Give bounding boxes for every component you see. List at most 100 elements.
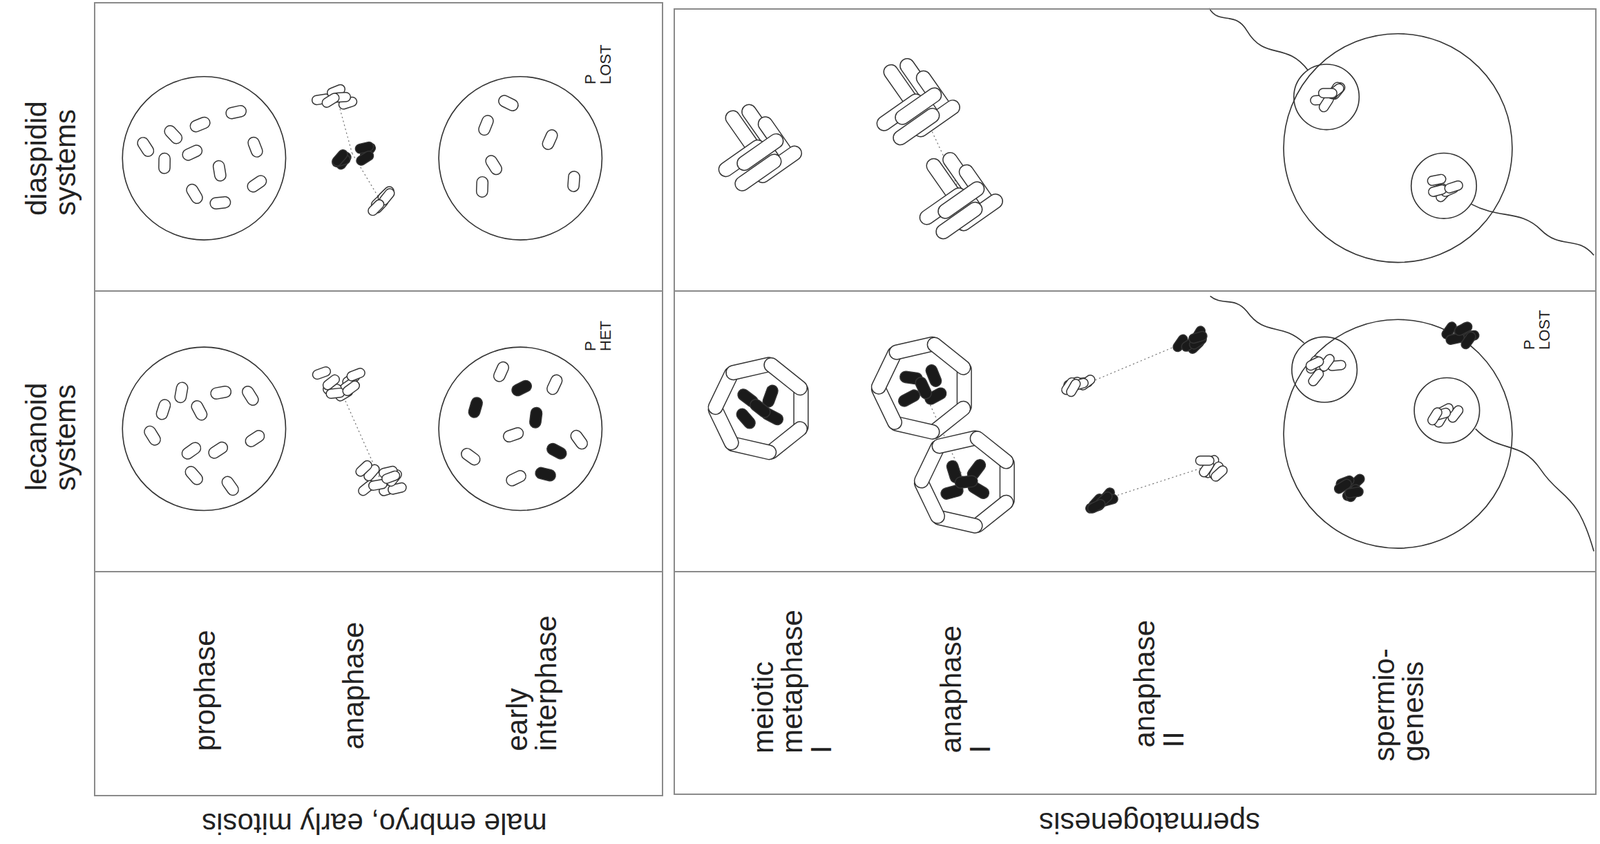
chromosome bbox=[1187, 330, 1208, 345]
illustration-group bbox=[122, 8, 1594, 552]
chromosome bbox=[326, 387, 346, 399]
chromosome bbox=[913, 375, 933, 400]
chromosome bbox=[459, 445, 483, 468]
sperm-tail bbox=[1475, 428, 1594, 551]
chromosome bbox=[1318, 88, 1338, 98]
panel-cell: meiotic metaphase I anaphase I anaphase II… bbox=[674, 572, 1596, 794]
nucleus-outline bbox=[1283, 319, 1513, 548]
chromosome bbox=[330, 147, 349, 168]
panel-cell: P LOST bbox=[674, 292, 1596, 573]
chromosome bbox=[1344, 486, 1364, 499]
nucleus-outline bbox=[1293, 64, 1360, 130]
stage-label: anaphase bbox=[339, 621, 369, 750]
chromosome bbox=[206, 439, 231, 461]
chromosome bbox=[748, 396, 774, 420]
chromosome bbox=[184, 182, 205, 206]
chromosome bbox=[890, 105, 943, 148]
chromosome bbox=[467, 395, 484, 419]
chromosome bbox=[183, 463, 206, 487]
fate-note: P LOST bbox=[583, 41, 614, 85]
chromosome bbox=[380, 469, 402, 485]
chromosome bbox=[933, 199, 986, 242]
fate-note: P LOST bbox=[1521, 306, 1553, 350]
sperm-tail bbox=[1210, 295, 1305, 343]
nucleus-outline bbox=[438, 346, 602, 510]
chromosome bbox=[353, 458, 374, 479]
chromosome bbox=[246, 135, 265, 159]
chromosome bbox=[320, 91, 342, 109]
chromosome bbox=[219, 473, 241, 498]
nucleus-outline bbox=[438, 76, 602, 240]
chromosome bbox=[135, 135, 157, 159]
chromosome bbox=[1208, 463, 1230, 483]
row-divider bbox=[673, 290, 1597, 292]
chromosome bbox=[567, 170, 580, 193]
chromosome bbox=[240, 384, 261, 408]
nucleus-outline bbox=[1283, 33, 1513, 263]
stage-label: early interphase bbox=[502, 609, 561, 751]
stage-label: meiotic metaphase I bbox=[748, 606, 836, 754]
chromosome bbox=[954, 474, 979, 489]
row-divider bbox=[673, 570, 1597, 573]
chromosome bbox=[225, 104, 248, 120]
chromosome bbox=[476, 113, 495, 137]
chromosome bbox=[534, 466, 557, 483]
chromosome bbox=[502, 426, 526, 444]
chromosome bbox=[154, 397, 173, 421]
chromosome bbox=[529, 406, 544, 429]
nucleus-outline bbox=[1414, 377, 1480, 443]
chromosome bbox=[188, 115, 212, 134]
chromosome bbox=[209, 196, 231, 210]
chromosome bbox=[1195, 455, 1215, 465]
chromosome bbox=[496, 93, 521, 113]
row-divider bbox=[93, 290, 664, 292]
stage-label: prophase bbox=[190, 629, 220, 751]
chromosome bbox=[142, 423, 163, 447]
chromosome bbox=[475, 176, 488, 197]
chromosome bbox=[732, 151, 785, 194]
panel-box: spermatogenesisP LOSTmeiotic metaphase I… bbox=[673, 8, 1597, 795]
stage-label: anaphase II bbox=[1130, 612, 1189, 748]
stage-label: anaphase I bbox=[936, 618, 995, 754]
chromosome bbox=[491, 359, 511, 384]
chromosome bbox=[896, 387, 922, 409]
nucleus-outline bbox=[1291, 336, 1358, 403]
chromosome bbox=[210, 384, 233, 400]
fate-note: P HET bbox=[583, 315, 614, 351]
chromosome bbox=[243, 428, 267, 450]
chromosome bbox=[568, 427, 590, 451]
chromosome bbox=[483, 153, 504, 177]
chromosome bbox=[545, 441, 569, 461]
chromosome bbox=[504, 468, 528, 488]
chromosome bbox=[1443, 179, 1464, 195]
panel-box: male embryo, early mitosisP LOSTP HETpro… bbox=[93, 2, 664, 796]
chromosome bbox=[1064, 377, 1082, 398]
panel-cell: prophase anaphase early interphase bbox=[95, 572, 662, 795]
chromosome bbox=[181, 143, 205, 162]
panel-heading: male embryo, early mitosis bbox=[201, 808, 547, 838]
chromosome bbox=[1304, 355, 1326, 372]
chromosome bbox=[540, 127, 560, 152]
spindle-line bbox=[1101, 466, 1207, 501]
chromosome bbox=[355, 149, 376, 167]
nucleus-outline bbox=[122, 76, 286, 240]
chromosome bbox=[189, 398, 209, 423]
chromosome bbox=[179, 440, 204, 461]
column-heading: diaspidid systems bbox=[22, 91, 81, 216]
nucleus-outline bbox=[122, 346, 286, 510]
spindle-line bbox=[338, 385, 380, 478]
panel-heading: spermatogenesis bbox=[1039, 807, 1261, 837]
sperm-tail bbox=[1471, 203, 1594, 255]
sperm-tail bbox=[1208, 8, 1308, 71]
chromosome bbox=[545, 373, 564, 397]
chromosome bbox=[174, 381, 189, 404]
column-heading: lecanoid systems bbox=[22, 366, 81, 491]
chromosome bbox=[1459, 330, 1478, 351]
chromosome bbox=[1086, 497, 1107, 514]
chromosome bbox=[162, 122, 185, 146]
panel-cell: P LOST bbox=[95, 3, 662, 293]
chromosome bbox=[509, 378, 534, 398]
chromosome bbox=[345, 366, 367, 383]
chromosome bbox=[366, 197, 386, 217]
